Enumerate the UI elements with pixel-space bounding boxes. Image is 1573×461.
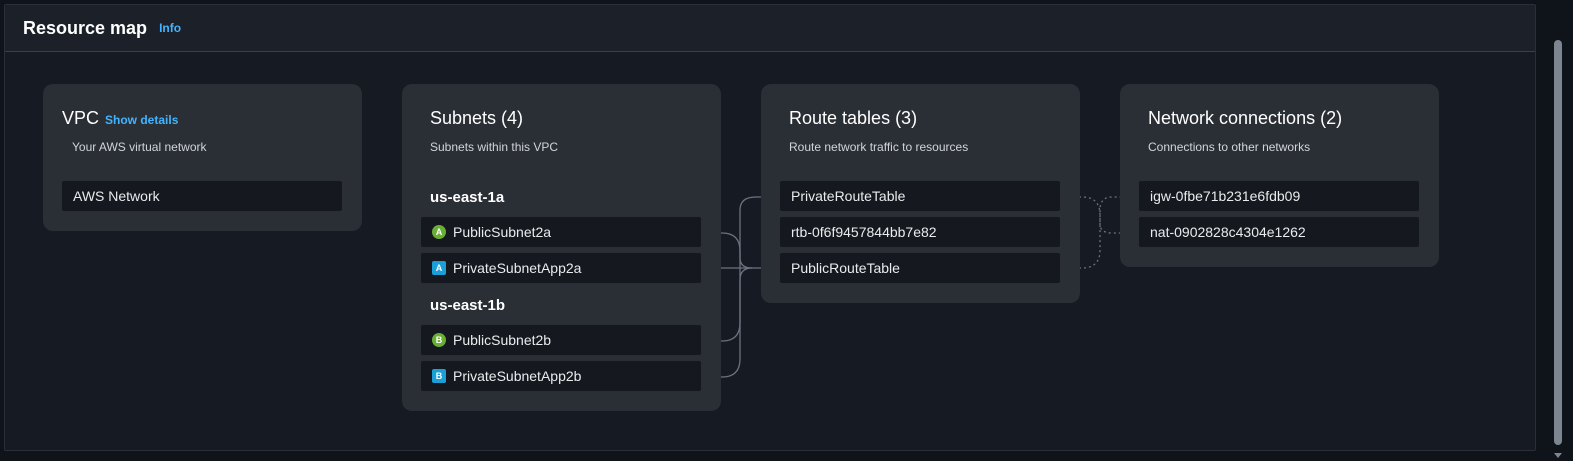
public-subnet-badge-icon: A [432,225,446,239]
public-subnet-badge-icon: B [432,333,446,347]
zone-label-us-east-1a: us-east-1a [430,189,505,206]
info-link[interactable]: Info [159,21,182,35]
zone-label-us-east-1b: us-east-1b [430,297,506,314]
route-table-row[interactable]: PublicRouteTable [780,253,1060,283]
subnet-row[interactable]: B PrivateSubnetApp2b [421,361,701,391]
vertical-scrollbar[interactable] [1552,4,1564,458]
scroll-down-arrow-icon[interactable] [1554,453,1562,458]
network-connections-title: Network connections (2) [1148,108,1343,128]
vpc-item[interactable]: AWS Network [62,181,342,211]
vpc-title: VPC [62,108,100,128]
route-table-row[interactable]: PrivateRouteTable [780,181,1060,211]
subnet-row[interactable]: A PrivateSubnetApp2a [421,253,701,283]
subnets-description: Subnets within this VPC [430,140,559,154]
subnet-row[interactable]: B PublicSubnet2b [421,325,701,355]
route-tables-title: Route tables (3) [789,108,918,128]
subnet-label: PublicSubnet2a [453,224,552,240]
route-table-row[interactable]: rtb-0f6f9457844bb7e82 [780,217,1060,247]
scrollbar-thumb[interactable] [1554,40,1562,445]
route-tables-card: Route tables (3) Route network traffic t… [761,84,1080,303]
subnet-label: PublicSubnet2b [453,332,552,348]
bottom-edge [0,451,1552,461]
private-subnet-badge-icon: A [432,261,446,275]
network-connection-row[interactable]: nat-0902828c4304e1262 [1139,217,1419,247]
show-details-link[interactable]: Show details [105,113,179,127]
panel-title: Resource map [23,17,148,38]
private-subnet-badge-icon: B [432,369,446,383]
subnet-label: PrivateSubnetApp2b [453,368,582,384]
network-connections-card: Network connections (2) Connections to o… [1120,84,1439,267]
vpc-title-row: VPC Show details [62,108,178,129]
subnet-row[interactable]: A PublicSubnet2a [421,217,701,247]
panel-header: Resource map Info [5,5,1535,52]
vpc-description: Your AWS virtual network [72,140,207,154]
subnets-title: Subnets (4) [430,108,524,128]
network-connections-description: Connections to other networks [1148,140,1311,154]
subnet-label: PrivateSubnetApp2a [453,260,582,276]
vpc-card: VPC Show details Your AWS virtual network… [43,84,362,231]
route-tables-description: Route network traffic to resources [789,140,969,154]
subnets-card: Subnets (4) Subnets within this VPC us-e… [402,84,721,411]
network-connection-row[interactable]: igw-0fbe71b231e6fdb09 [1139,181,1419,211]
